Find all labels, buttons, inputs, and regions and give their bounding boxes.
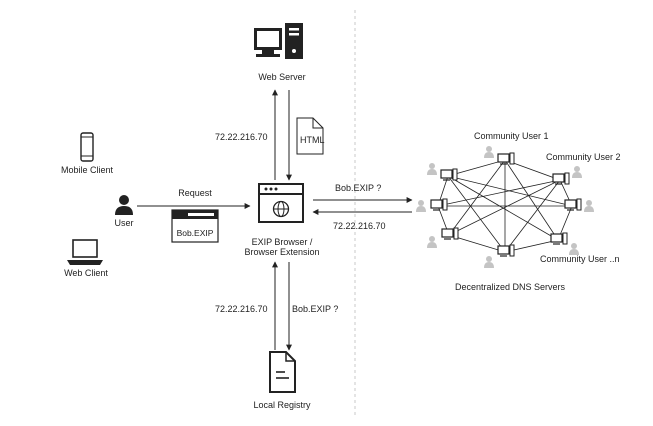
dns-response-label: 72.22.216.70 bbox=[333, 221, 386, 231]
browser-label-line2: Browser Extension bbox=[244, 247, 319, 257]
laptop-icon bbox=[67, 239, 103, 265]
local-registry-label: Local Registry bbox=[253, 400, 311, 410]
mobile-client-label: Mobile Client bbox=[61, 165, 114, 175]
community-user-2-label: Community User 2 bbox=[546, 152, 621, 162]
user-label: User bbox=[114, 218, 133, 228]
dns-network bbox=[437, 159, 573, 253]
server-icon bbox=[254, 23, 303, 59]
browser-label-line1: EXIP Browser / bbox=[252, 237, 313, 247]
registry-document-icon bbox=[269, 351, 296, 393]
browser-icon bbox=[258, 183, 304, 223]
user-icon bbox=[115, 195, 133, 215]
registry-query-label: Bob.EXIP ? bbox=[292, 304, 338, 314]
server-ip-label: 72.22.216.70 bbox=[215, 132, 268, 142]
html-document-label: HTML bbox=[300, 135, 325, 145]
web-server-label: Web Server bbox=[258, 72, 305, 82]
bob-exip-panel-text: Bob.EXIP bbox=[177, 228, 214, 238]
document-icon bbox=[296, 117, 324, 155]
request-label: Request bbox=[178, 188, 212, 198]
bob-exip-panel: Bob.EXIP bbox=[171, 209, 219, 243]
community-node-icon bbox=[430, 152, 582, 257]
web-client-label: Web Client bbox=[64, 268, 108, 278]
dns-servers-label: Decentralized DNS Servers bbox=[455, 282, 566, 292]
registry-ip-label: 72.22.216.70 bbox=[215, 304, 268, 314]
community-user-1-label: Community User 1 bbox=[474, 131, 549, 141]
mobile-phone-icon bbox=[80, 132, 94, 162]
community-user-n-label: Community User ..n bbox=[540, 254, 620, 264]
dns-query-label: Bob.EXIP ? bbox=[335, 183, 381, 193]
